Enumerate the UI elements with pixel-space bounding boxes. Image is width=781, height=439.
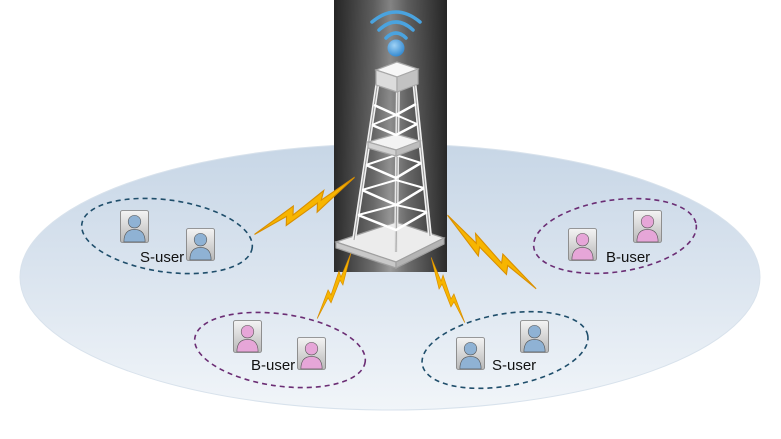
user-group-bottom-right: S-user — [421, 310, 589, 390]
group-label: B-user — [251, 357, 295, 374]
user-icon — [297, 337, 326, 370]
user-icon — [456, 337, 485, 370]
group-label: B-user — [606, 249, 650, 266]
user-icon — [633, 210, 662, 243]
user-icon — [233, 320, 262, 353]
user-group-top-left: S-user — [80, 197, 254, 275]
wifi-signal-icon — [370, 10, 422, 57]
cell-tower-icon — [334, 61, 446, 269]
group-ring — [193, 311, 367, 389]
user-group-bottom-left: B-user — [193, 311, 367, 389]
user-icon — [120, 210, 149, 243]
user-icon — [520, 320, 549, 353]
group-ring — [80, 197, 254, 275]
group-label: S-user — [140, 249, 184, 266]
group-ring — [421, 310, 589, 390]
user-icon — [568, 228, 597, 261]
user-icon — [186, 228, 215, 261]
group-label: S-user — [492, 357, 536, 374]
